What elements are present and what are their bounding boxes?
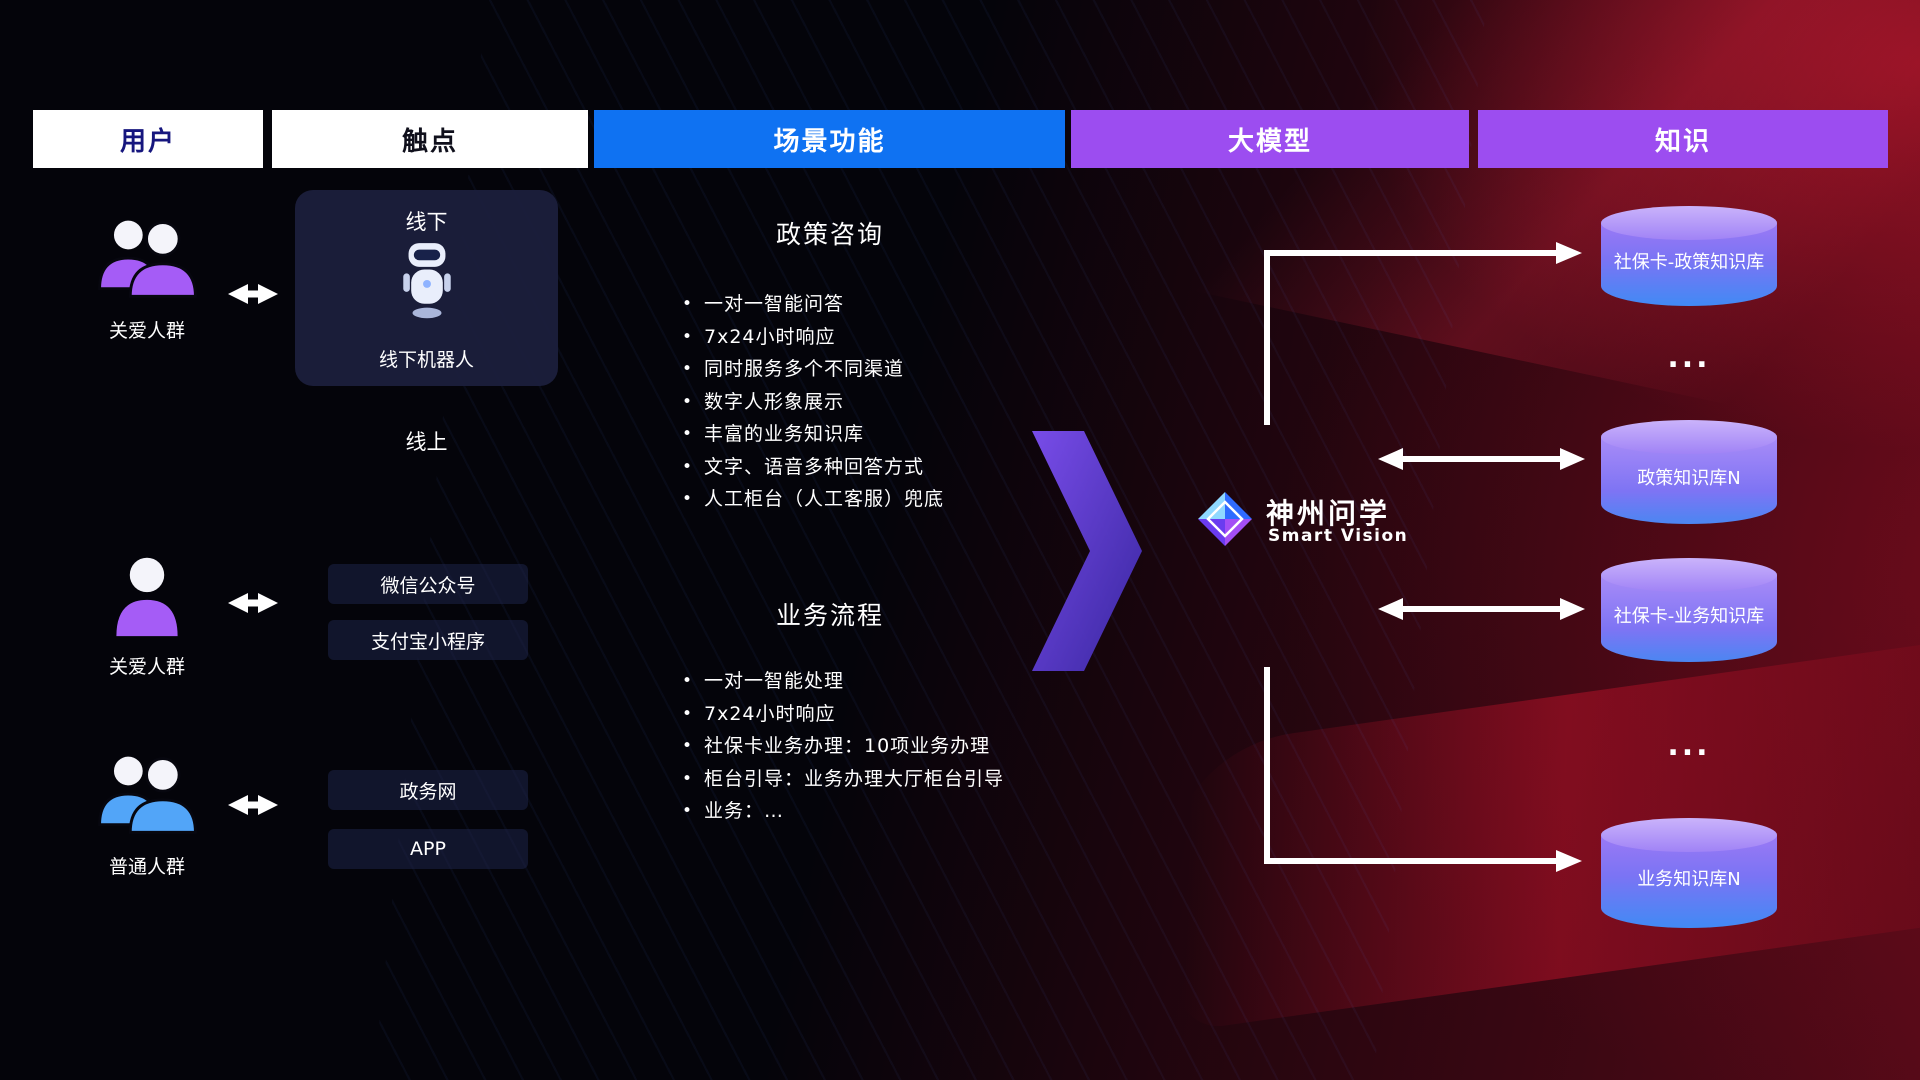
user-group-label: 关爱人群: [108, 656, 185, 678]
database-icon: [1601, 206, 1777, 240]
business-process-title: 业务流程: [775, 601, 884, 630]
diamond-logo-icon: [1198, 492, 1252, 546]
list-item: 一对一智能处理: [680, 665, 1004, 698]
policy-consult-title: 政策咨询: [775, 220, 884, 249]
list-item: 数字人形象展示: [680, 386, 944, 419]
column-header-scenarios: 场景功能: [594, 110, 1065, 168]
database-cylinder-business-sscard: 社保卡-业务知识库: [1601, 558, 1777, 662]
robot-icon: [402, 243, 451, 319]
business-process-list: 一对一智能处理 7x24小时响应 社保卡业务办理：10项业务办理 柜台引导：业务…: [680, 665, 1004, 828]
online-title: 线上: [405, 430, 448, 454]
list-item: 7x24小时响应: [680, 321, 944, 354]
database-cylinder-business-n: 业务知识库N: [1601, 818, 1777, 928]
offline-title: 线下: [405, 210, 448, 234]
list-item: 人工柜台（人工客服）兜底: [680, 483, 944, 516]
database-cylinder-policy-sscard: 社保卡-政策知识库: [1601, 206, 1777, 306]
list-item: 业务：…: [680, 795, 1004, 828]
list-item: 柜台引导：业务办理大厅柜台引导: [680, 763, 1004, 796]
list-item: 一对一智能问答: [680, 288, 944, 321]
column-header-touchpoints: 触点: [272, 110, 588, 168]
policy-consult-list: 一对一智能问答 7x24小时响应 同时服务多个不同渠道 数字人形象展示 丰富的业…: [680, 288, 944, 516]
model-name: 神州问学: [1266, 497, 1391, 530]
offline-robot-caption: 线下机器人: [378, 349, 474, 371]
database-cylinder-policy-n: 政策知识库N: [1601, 420, 1777, 524]
channel-alipay: 支付宝小程序: [328, 620, 528, 660]
database-label: 业务知识库N: [1637, 868, 1741, 890]
list-item: 同时服务多个不同渠道: [680, 353, 944, 386]
user-group-label: 普通人群: [108, 856, 185, 878]
database-icon: [1601, 420, 1777, 454]
database-icon: [1601, 818, 1777, 852]
channel-app: APP: [328, 829, 528, 869]
database-label: 政策知识库N: [1637, 467, 1741, 489]
ellipsis-more-databases: ...: [1667, 340, 1711, 375]
list-item: 7x24小时响应: [680, 698, 1004, 731]
list-item: 社保卡业务办理：10项业务办理: [680, 730, 1004, 763]
flow-arrow-icon: [1032, 431, 1142, 671]
people-group-icon: [97, 756, 197, 834]
person-icon: [116, 557, 178, 637]
user-group-label: 关爱人群: [108, 320, 185, 342]
list-item: 文字、语音多种回答方式: [680, 451, 944, 484]
column-header-model: 大模型: [1071, 110, 1469, 168]
column-header-users: 用户: [33, 110, 263, 168]
offline-touchpoint-card: 线下 线下机器人: [295, 190, 558, 386]
database-label: 社保卡-业务知识库: [1613, 605, 1765, 627]
channel-wechat: 微信公众号: [328, 564, 528, 604]
list-item: 丰富的业务知识库: [680, 418, 944, 451]
user-group-care-2: 关爱人群: [57, 552, 237, 679]
database-icon: [1601, 558, 1777, 592]
model-subtitle: Smart Vision: [1268, 526, 1409, 546]
people-group-icon: [97, 220, 197, 298]
user-group-general: 普通人群: [57, 748, 237, 879]
database-label: 社保卡-政策知识库: [1613, 251, 1765, 273]
channel-gov-web: 政务网: [328, 770, 528, 810]
ellipsis-more-databases: ...: [1667, 728, 1711, 763]
user-group-care-1: 关爱人群: [57, 212, 237, 343]
column-header-knowledge: 知识: [1478, 110, 1888, 168]
